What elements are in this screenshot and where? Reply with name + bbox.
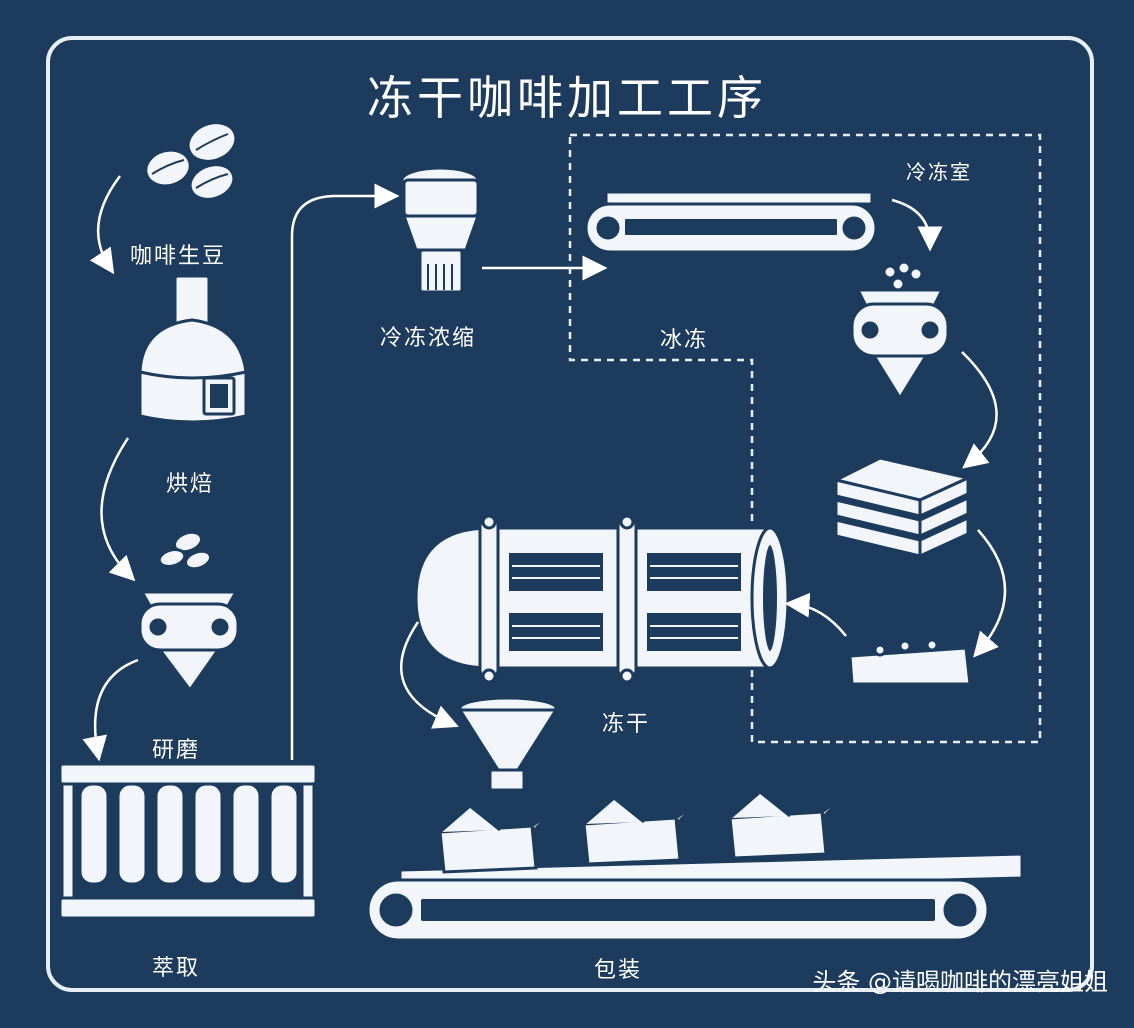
label-beans: 咖啡生豆 [130,244,227,269]
arrow-beans-to-beans-label [89,175,121,275]
freezing-belt-icon [584,190,878,254]
extraction-rack-icon [58,762,318,920]
packaging-hopper-icon [457,696,559,792]
freezer-grinder-icon [850,260,950,401]
label-extract: 萃取 [152,956,201,981]
diagram-title: 冻干咖啡加工工序 [367,71,767,125]
arrow-belt-to-freezer-grinder [891,198,943,252]
freeze-concentrator-icon [400,166,481,294]
frozen-tray-icon [848,638,972,686]
package-box-icon [728,790,852,860]
package-box-icon [582,796,706,866]
stacked-trays-icon [831,456,973,559]
packaging-conveyor-icon [366,852,1024,942]
arrow-trays-to-tray [973,529,1007,658]
arrow-grind-to-extract [82,658,139,762]
arrow-dryer-to-hopper [400,621,459,729]
grinder-icon [138,530,240,693]
arrow-tray-to-dryer [784,592,847,637]
label-freeze: 冰冻 [660,328,709,353]
arrow-roast-to-grind [100,437,136,582]
label-packaging: 包装 [594,958,643,983]
outer-frame [46,36,1094,992]
arrow-extract-to-concentrate [290,183,400,760]
label-freeze-dry: 冻干 [602,712,651,737]
freeze-dryer-drum-icon [414,514,790,684]
label-freezer-room: 冷冻室 [906,160,972,184]
arrow-grinder-to-trays [961,351,998,469]
freeze-zone-dashed-border [568,133,1042,744]
watermark: 头条 @请喝咖啡的漂亮姐姐 [812,968,1108,996]
label-freeze-concentrate: 冷冻浓缩 [380,326,477,351]
label-grind: 研磨 [152,738,201,763]
coffee-beans-icon [145,122,237,200]
label-roast: 烘焙 [166,472,215,497]
package-box-icon [438,804,562,874]
roaster-icon [138,274,248,424]
